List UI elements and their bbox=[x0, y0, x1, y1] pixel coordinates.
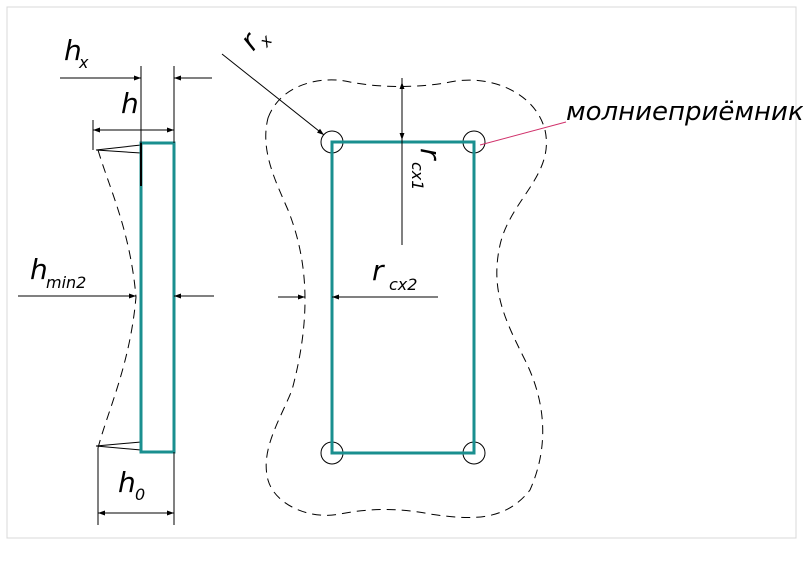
side-zone-boundary bbox=[97, 149, 137, 449]
dim-rx bbox=[221, 53, 325, 136]
zone-bottom-tip bbox=[95, 441, 142, 447]
plan-zone-boundary bbox=[265, 79, 547, 519]
zone-top-tip bbox=[95, 144, 142, 151]
zone-bottom-tip-lower bbox=[95, 445, 142, 451]
lightning-rod-leader bbox=[479, 121, 567, 146]
label-hx: hx bbox=[64, 34, 89, 72]
label-lightning-rod: молниеприёмник bbox=[566, 97, 803, 127]
label-rcx1: rcx1 bbox=[408, 148, 447, 190]
zone-top-tip-lower bbox=[95, 149, 142, 154]
label-rx: rx bbox=[233, 18, 276, 59]
side-structure bbox=[139, 141, 176, 454]
drawing-frame bbox=[6, 6, 797, 539]
side-view: hx h hmin2 h0 bbox=[18, 34, 214, 525]
label-hmin2: hmin2 bbox=[30, 253, 86, 292]
label-h: h bbox=[121, 87, 139, 120]
label-h0: h0 bbox=[118, 466, 145, 504]
